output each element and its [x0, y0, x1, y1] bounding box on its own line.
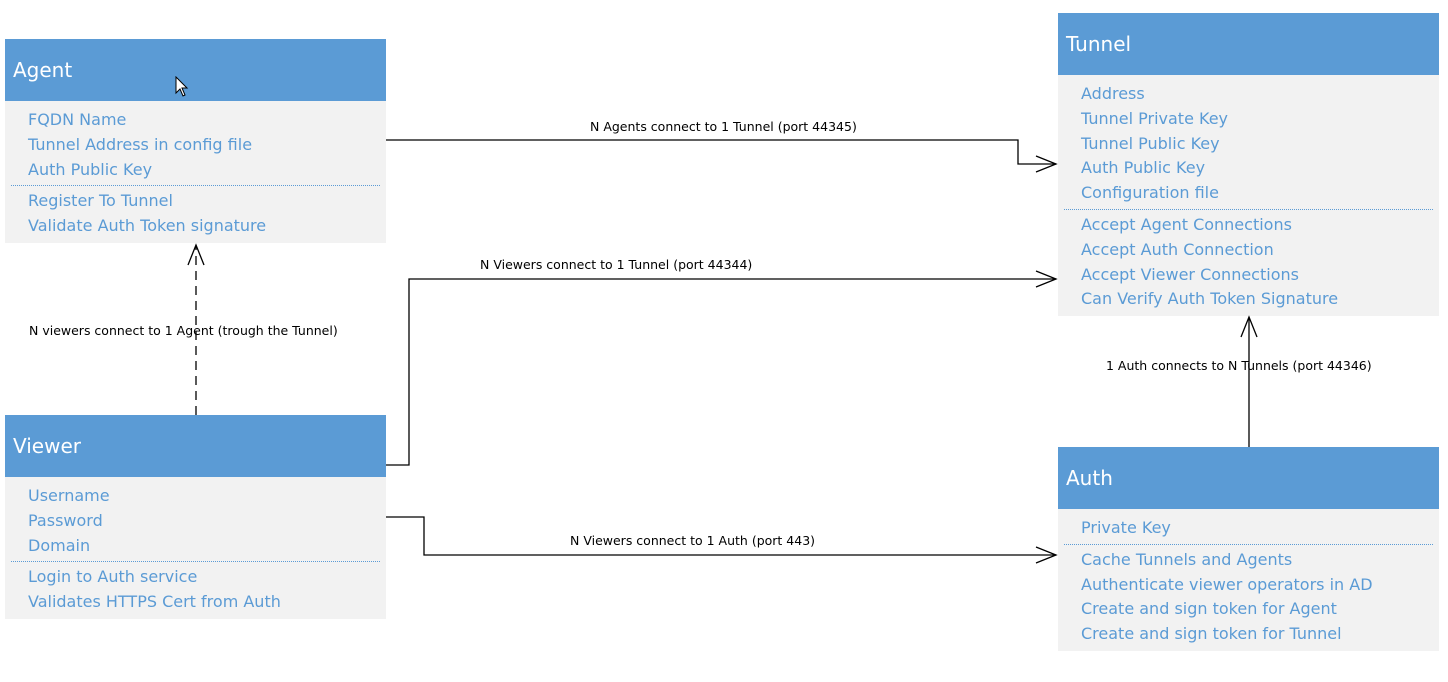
auth-attribute: Private Key	[1081, 518, 1171, 537]
tunnel-operation: Accept Viewer Connections	[1081, 264, 1299, 284]
tunnel-operation: Can Verify Auth Token Signature	[1081, 289, 1339, 309]
tunnel-separator	[1064, 208, 1433, 210]
agent-title: Agent	[5, 39, 386, 101]
auth-body: Private Key Cache Tunnels and Agents Aut…	[1058, 509, 1439, 651]
auth-title: Auth	[1058, 447, 1439, 509]
agent-operation: Register To Tunnel	[28, 191, 173, 211]
auth-operation: Cache Tunnels and Agents	[1081, 549, 1293, 569]
tunnel-operation: Accept Agent Connections	[1081, 214, 1292, 234]
viewer-class-box: Viewer Username Password Domain Login to…	[5, 415, 386, 619]
tunnel-class-box: Tunnel Address Tunnel Private Key Tunnel…	[1058, 13, 1439, 317]
tunnel-attribute: Configuration file	[1081, 183, 1219, 203]
auth-operation: Create and sign token for Tunnel	[1081, 624, 1342, 644]
tunnel-title: Tunnel	[1058, 13, 1439, 75]
viewer-attribute: Domain	[28, 535, 91, 555]
auth-to-tunnels-label: 1 Auth connects to N Tunnels (port 44346…	[1106, 358, 1372, 373]
viewers-to-auth-arrowhead	[1035, 546, 1058, 564]
viewer-attribute: Password	[28, 510, 103, 530]
auth-class-box: Auth Private Key Cache Tunnels and Agent…	[1058, 447, 1439, 651]
viewers-to-agent-arrowhead	[187, 243, 205, 266]
viewer-separator	[11, 561, 380, 563]
tunnel-attribute: Tunnel Public Key	[1081, 133, 1220, 153]
viewers-to-auth-line	[386, 516, 1056, 556]
agent-separator	[11, 185, 380, 187]
agents-to-tunnel-arrowhead	[1035, 155, 1058, 173]
viewer-body: Username Password Domain Login to Auth s…	[5, 477, 386, 619]
viewers-to-tunnel-line	[386, 278, 1056, 466]
tunnel-attribute: Address	[1081, 84, 1145, 103]
agents-to-tunnel-line	[386, 139, 1056, 165]
agent-body: FQDN Name Tunnel Address in config file …	[5, 101, 386, 243]
auth-operation: Authenticate viewer operators in AD	[1081, 574, 1373, 594]
auth-separator	[1064, 543, 1433, 545]
agent-attribute: Auth Public Key	[28, 159, 153, 179]
tunnel-attribute: Auth Public Key	[1081, 158, 1206, 178]
viewer-attribute: Username	[28, 486, 110, 505]
tunnel-operation: Accept Auth Connection	[1081, 239, 1274, 259]
viewer-title: Viewer	[5, 415, 386, 477]
auth-to-tunnels-arrowhead	[1240, 315, 1258, 338]
viewer-operation: Login to Auth service	[28, 567, 198, 587]
tunnel-attribute: Tunnel Private Key	[1081, 108, 1229, 128]
viewers-to-auth-label: N Viewers connect to 1 Auth (port 443)	[570, 533, 815, 548]
tunnel-body: Address Tunnel Private Key Tunnel Public…	[1058, 75, 1439, 317]
auth-operation: Create and sign token for Agent	[1081, 599, 1337, 619]
viewers-to-agent-label: N viewers connect to 1 Agent (trough the…	[29, 323, 338, 338]
agent-class-box: Agent FQDN Name Tunnel Address in config…	[5, 39, 386, 243]
viewers-to-tunnel-label: N Viewers connect to 1 Tunnel (port 4434…	[480, 257, 752, 272]
agent-operation: Validate Auth Token signature	[28, 216, 267, 236]
agent-attribute: Tunnel Address in config file	[28, 134, 253, 154]
agents-to-tunnel-label: N Agents connect to 1 Tunnel (port 44345…	[590, 119, 857, 134]
viewers-to-tunnel-arrowhead	[1035, 270, 1058, 288]
mouse-pointer-icon	[175, 76, 189, 97]
viewer-operation: Validates HTTPS Cert from Auth	[28, 592, 281, 612]
agent-attribute: FQDN Name	[28, 110, 127, 129]
